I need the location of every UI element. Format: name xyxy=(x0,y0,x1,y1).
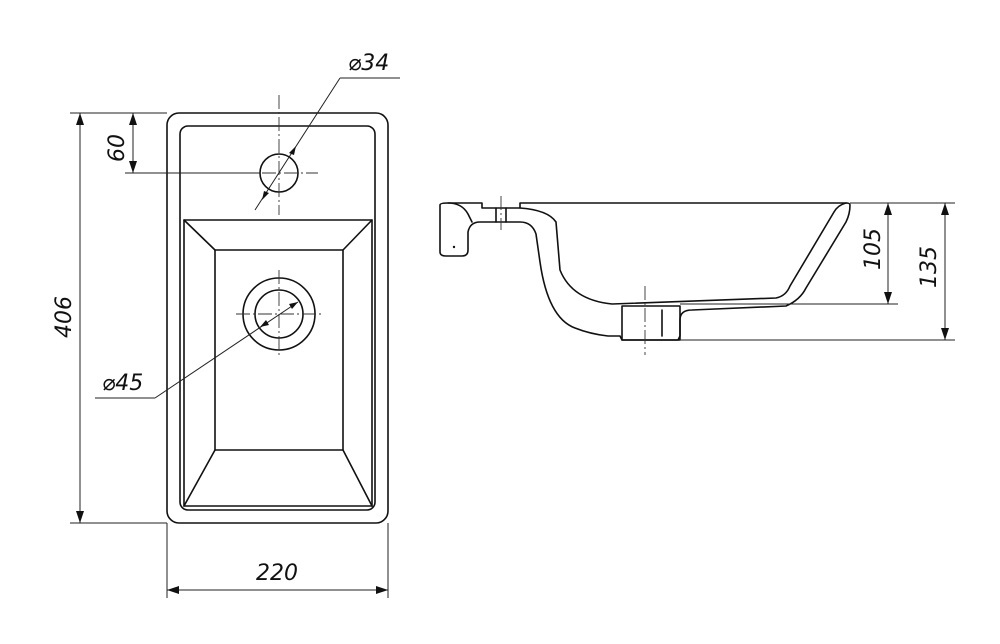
bowl-edge-br xyxy=(342,449,373,507)
length-arrow-top xyxy=(76,113,84,125)
drain-diameter-arrow-2 xyxy=(260,320,269,327)
basin-outer-rim xyxy=(166,112,389,524)
drain-diameter-arrow-1 xyxy=(289,302,298,309)
hole-diameter-arrow-1 xyxy=(289,146,296,155)
top-view: ⌀34 ⌀45 60 406 220 xyxy=(52,51,400,598)
depth-arrow-bottom xyxy=(884,292,892,304)
drain-diameter-leader xyxy=(154,301,299,399)
bowl-edge-tr xyxy=(342,219,373,251)
offset-arrow-top xyxy=(129,113,137,125)
depth-arrow-top xyxy=(884,203,892,215)
drain-diameter-label: ⌀45 xyxy=(102,371,143,396)
offset-label: 60 xyxy=(105,134,130,162)
drain-fitting xyxy=(621,305,681,341)
height-arrow-bottom xyxy=(941,328,949,340)
bowl-edge-tl xyxy=(183,219,216,251)
bowl-edge-bl xyxy=(183,449,216,507)
offset-arrow-bottom xyxy=(129,161,137,173)
rim-recess xyxy=(447,202,473,223)
height-arrow-top xyxy=(941,203,949,215)
bowl-profile-inner xyxy=(519,202,847,305)
width-arrow-right xyxy=(376,586,388,594)
side-view: 105 135 xyxy=(439,196,955,355)
height-label: 135 xyxy=(917,246,942,288)
overflow-mark xyxy=(452,245,456,249)
hole-diameter-label: ⌀34 xyxy=(348,51,389,76)
length-arrow-bottom xyxy=(76,511,84,523)
basin-inner-rim xyxy=(179,125,376,511)
basin-profile-outer xyxy=(439,202,851,341)
bowl-bottom xyxy=(214,249,344,451)
hole-diameter-leader xyxy=(254,77,341,211)
width-label: 220 xyxy=(256,561,298,586)
width-arrow-left xyxy=(167,586,179,594)
depth-label: 105 xyxy=(861,228,886,270)
length-label: 406 xyxy=(52,296,77,338)
hole-diameter-arrow-2 xyxy=(262,191,269,200)
